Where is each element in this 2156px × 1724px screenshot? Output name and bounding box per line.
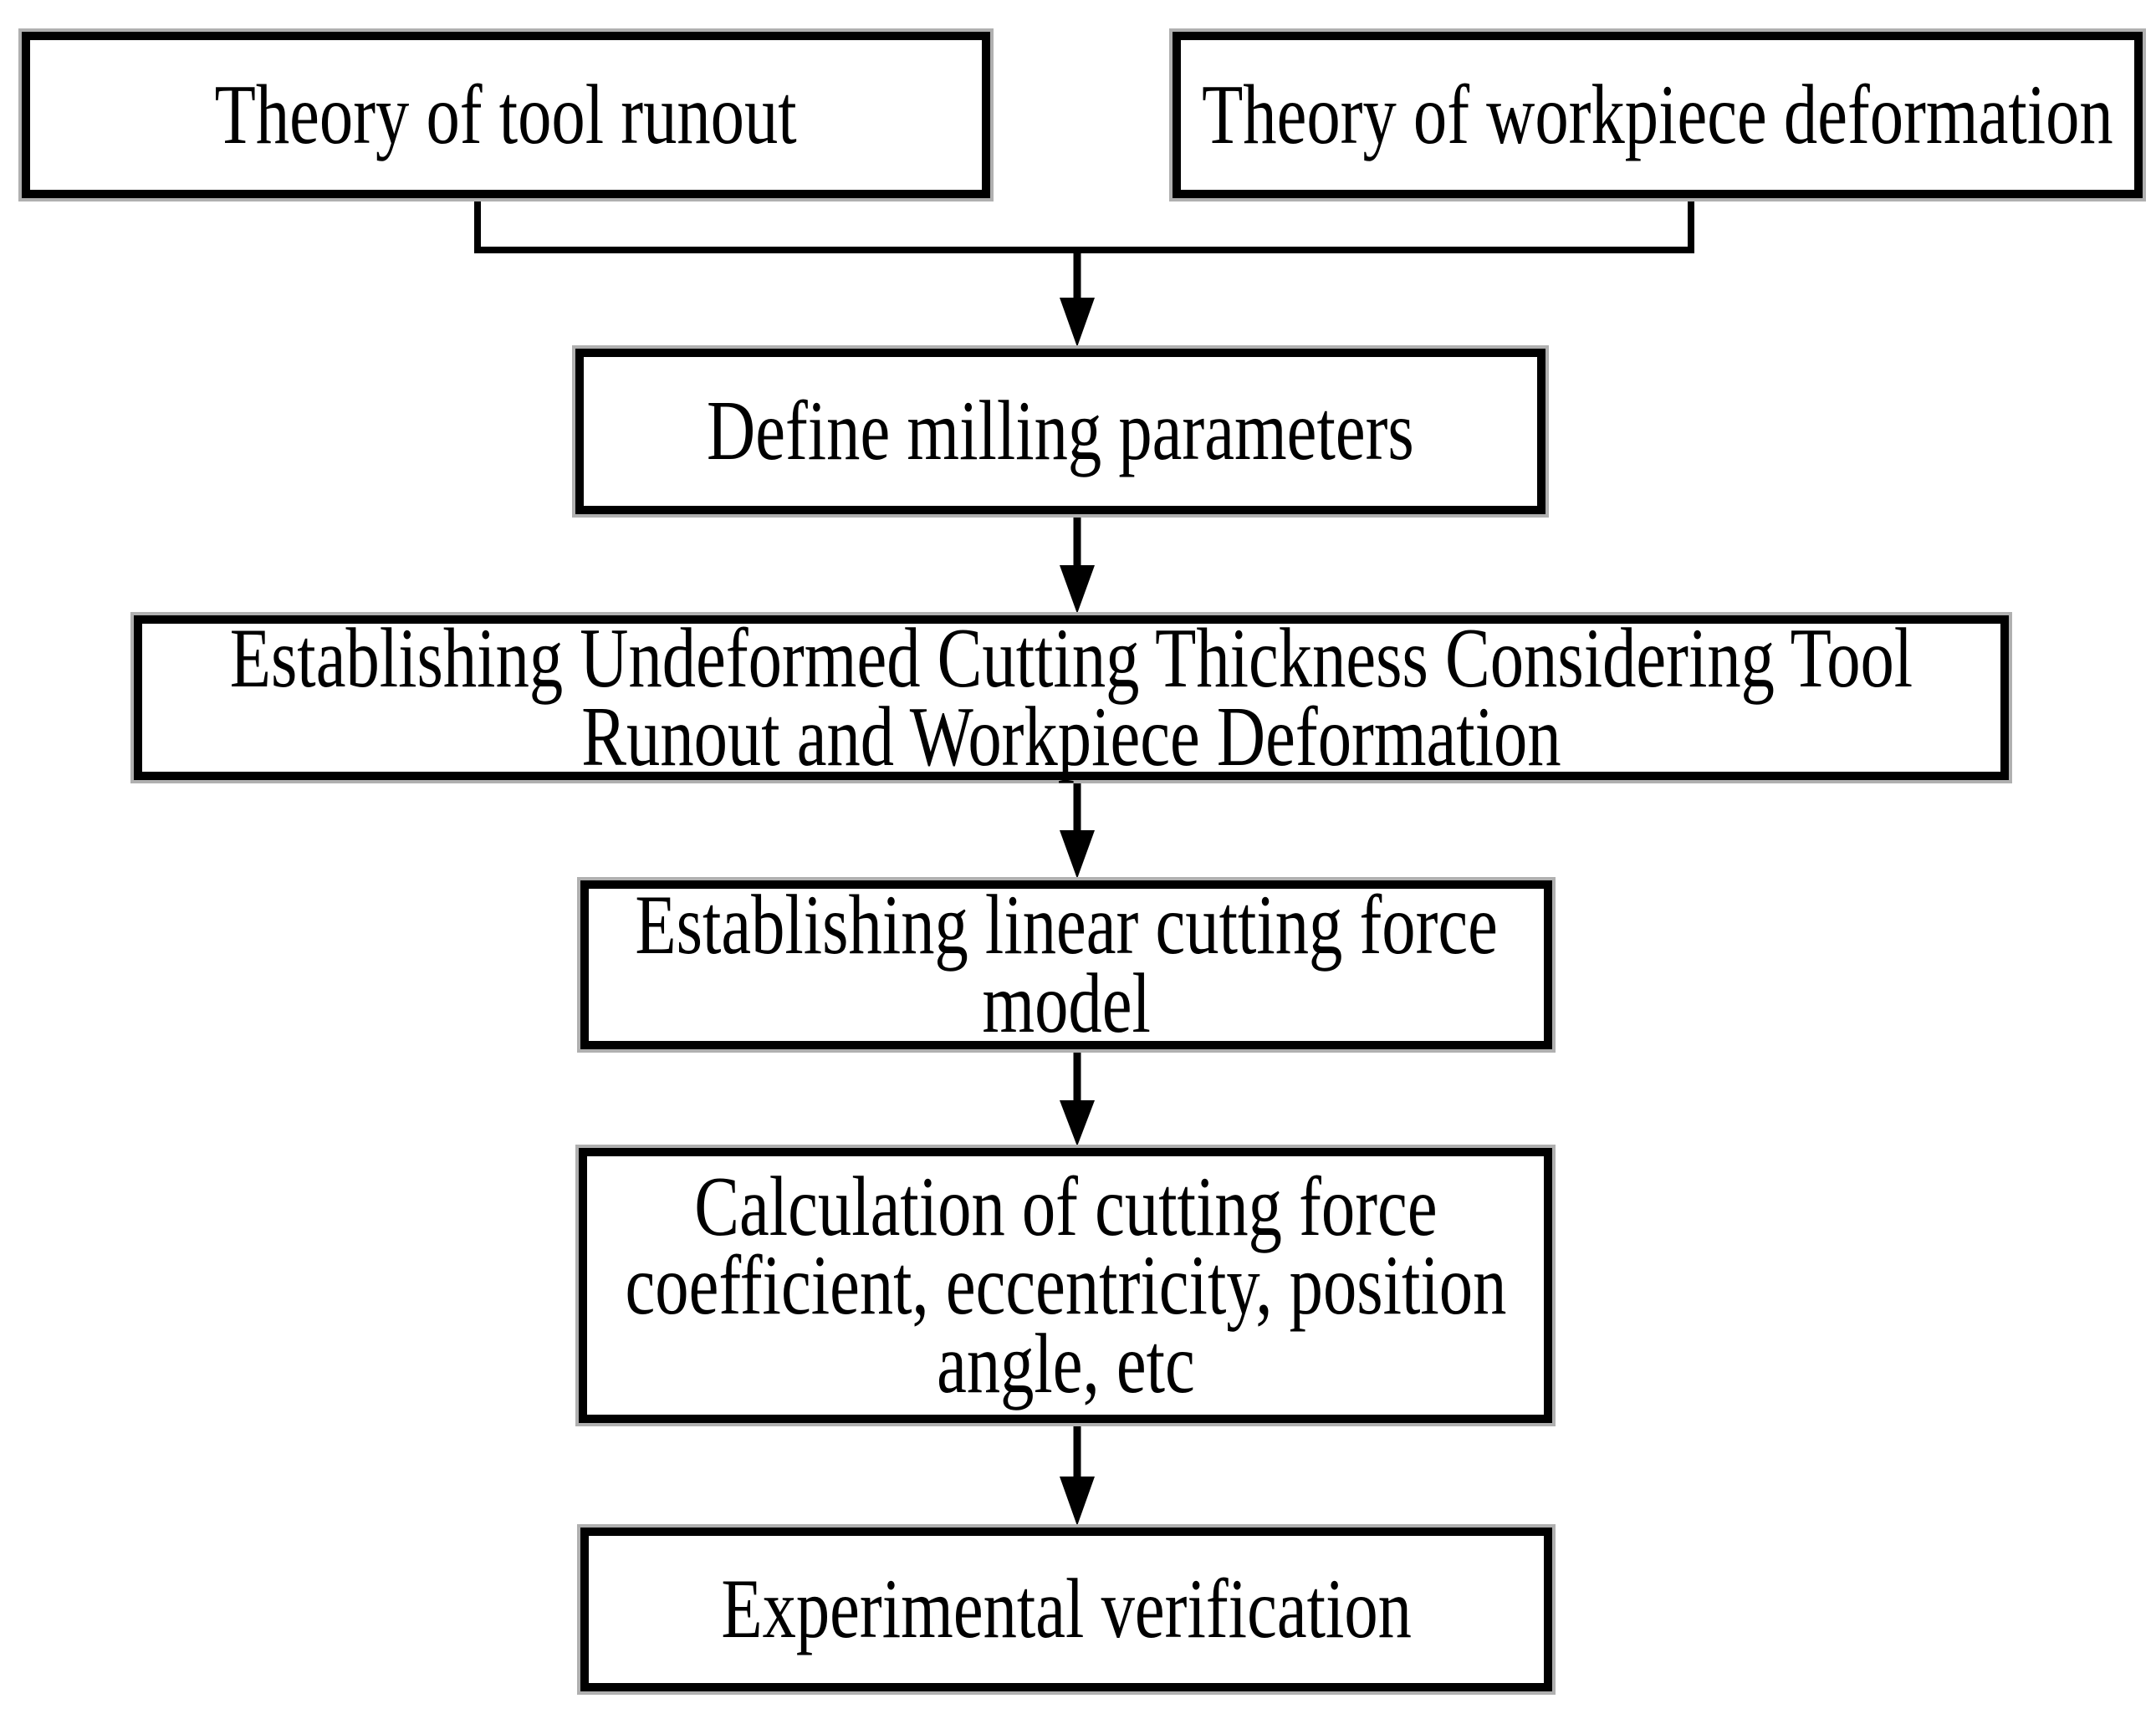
flow-node-define-milling-parameters: Define milling parameters — [575, 349, 1545, 514]
flow-node-label: Establishing Undeformed Cutting Thicknes… — [229, 610, 1913, 784]
flow-node-label: Experimental verification — [721, 1562, 1412, 1656]
flow-node-experimental-verification: Experimental verification — [580, 1528, 1552, 1691]
arrow-4-head — [1060, 1100, 1095, 1146]
flow-node-label: Establishing linear cutting force model — [635, 878, 1498, 1051]
flow-node-calculation-coefficients: Calculation of cutting force coefficient… — [579, 1148, 1552, 1423]
flow-node-label: Theory of workpiece deformation — [1202, 67, 2113, 162]
flow-node-undeformed-cutting-thickness: Establishing Undeformed Cutting Thicknes… — [134, 615, 2009, 780]
flow-node-label: Calculation of cutting force coefficient… — [625, 1159, 1506, 1411]
flow-node-label: Theory of tool runout — [215, 67, 797, 162]
arrow-1-head — [1060, 298, 1095, 347]
flow-node-theory-workpiece-deformation: Theory of workpiece deformation — [1173, 32, 2143, 198]
flow-node-theory-tool-runout: Theory of tool runout — [22, 32, 990, 198]
arrow-5-head — [1060, 1477, 1095, 1526]
arrow-3-head — [1060, 830, 1095, 879]
merge-connector-line — [474, 195, 1694, 253]
flow-node-label: Define milling parameters — [707, 384, 1414, 478]
flow-node-linear-cutting-force-model: Establishing linear cutting force model — [580, 880, 1552, 1049]
arrow-2-head — [1060, 565, 1095, 614]
